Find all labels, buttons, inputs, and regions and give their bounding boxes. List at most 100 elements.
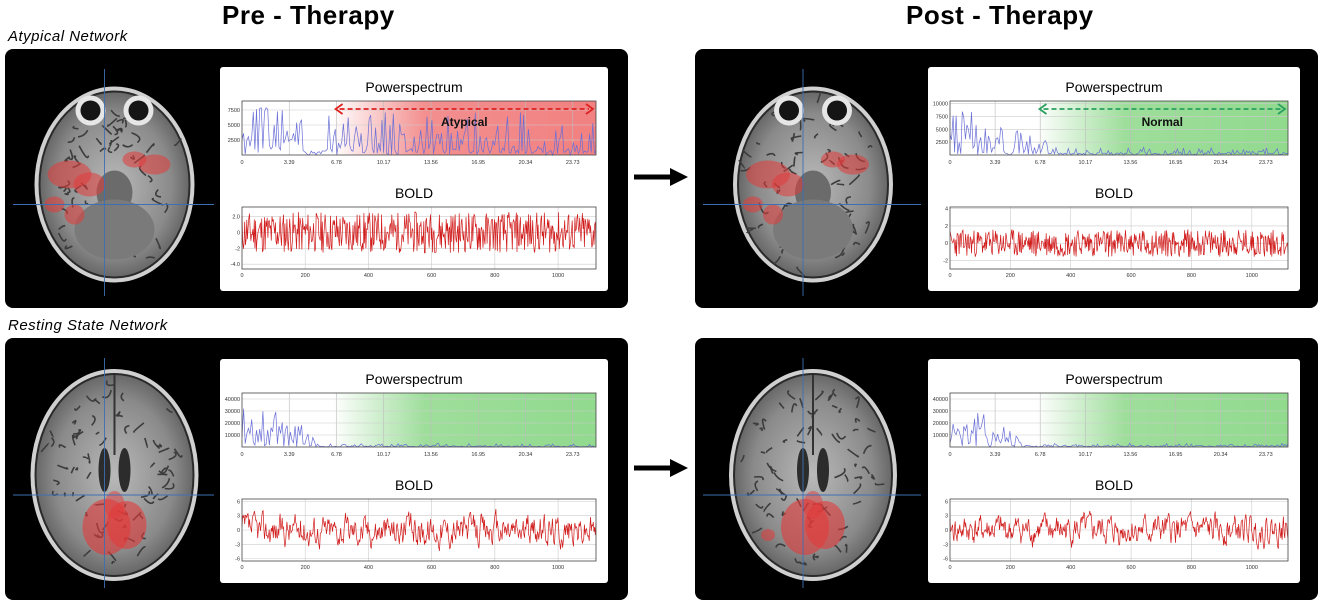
sulcus [136,546,146,557]
ventricle [817,448,829,492]
sulcus [57,232,67,242]
x-tick-label: 6.78 [1035,452,1046,458]
y-tick-label: 30000 [933,409,948,415]
plot-frame [949,206,1289,270]
x-tick-label: 16.95 [1169,160,1183,166]
cerebellum [773,199,853,260]
band-annotation-label: Normal [1142,115,1183,129]
sulcus [831,404,838,409]
frequency-band-highlight [332,393,596,447]
powerspectrum-series [949,111,1289,156]
y-tick-label: 0 [945,528,948,534]
sulcus [844,543,848,553]
x-tick-label: 3.39 [990,452,1001,458]
sulcus [145,256,156,259]
sulcus [854,476,863,480]
powerspectrum-title: Powerspectrum [365,79,463,95]
x-tick-label: 3.39 [990,160,1001,166]
x-tick-label: 0 [240,160,243,166]
y-tick-label: -3 [235,542,240,548]
activation-blob [803,491,823,519]
x-tick-label: 16.95 [1169,452,1183,458]
sulcus [813,133,819,139]
sulcus [158,447,170,454]
sulcus [155,237,162,250]
atypical-network-label: Atypical Network [8,28,128,45]
sulcus [85,395,97,402]
x-tick-label: 16.95 [471,160,485,166]
x-tick-label: 10.17 [377,452,391,458]
sulcus [154,189,162,198]
sulcus [72,125,79,130]
x-tick-label: 20.34 [519,452,533,458]
sulcus [813,555,819,559]
x-tick-label: 20.34 [1214,452,1228,458]
y-tick-label: 10000 [933,433,948,439]
x-tick-label: 800 [1187,273,1196,279]
x-tick-label: 23.73 [1259,452,1273,458]
sulcus [831,433,841,444]
sulcus [858,131,863,138]
sulcus [861,466,871,475]
sulcus [75,429,82,440]
sulcus [834,248,845,259]
x-tick-label: 3.39 [284,160,295,166]
sulcus [794,558,801,564]
x-tick-label: 13.56 [1124,160,1138,166]
sulcus [165,407,173,414]
sulcus [852,241,861,246]
sulcus [63,492,67,497]
bold-series [949,229,1289,257]
arrow-head-left-icon [1037,103,1048,115]
sulcus [759,427,763,432]
x-tick-label: 200 [1006,565,1015,571]
sulcus [82,456,89,460]
sulcus [40,442,50,453]
sulcus [791,132,796,142]
sulcus [145,143,155,154]
brain-scan-resting-pre [13,358,214,588]
sulcus [147,174,153,183]
y-tick-label: -6 [235,557,240,563]
sulcus [122,144,134,148]
sulcus [124,119,128,128]
activation-blob [122,151,147,168]
sulcus [151,197,164,206]
sulcus [148,486,153,495]
sulcus [806,425,812,436]
activation-blob [761,529,775,541]
x-tick-label: 6.78 [331,160,342,166]
sulcus [77,129,89,138]
sulcus [70,466,75,474]
sulcus [793,156,796,167]
sulcus [120,392,125,402]
sulcus [50,437,55,448]
y-tick-label: -2 [235,246,240,252]
sulcus [101,389,112,399]
y-tick-label: 4 [945,207,948,213]
sulcus [157,495,169,501]
sulcus [110,109,120,118]
activation-blob [821,151,845,168]
y-tick-label: 2500 [228,138,240,144]
sulcus [794,151,803,156]
sulcus [745,227,755,234]
bold-title: BOLD [394,477,434,493]
x-tick-label: 200 [301,565,310,571]
brain-tissue [36,375,193,575]
activation-blob [104,491,125,519]
sulcus [832,388,837,397]
x-tick-label: 23.73 [566,160,580,166]
y-tick-label: 30000 [225,409,240,415]
sulcus [847,448,860,458]
sulcus [781,202,793,210]
x-tick-label: 800 [490,565,499,571]
plot-frame [241,498,597,562]
y-tick-label: 7500 [936,114,948,120]
